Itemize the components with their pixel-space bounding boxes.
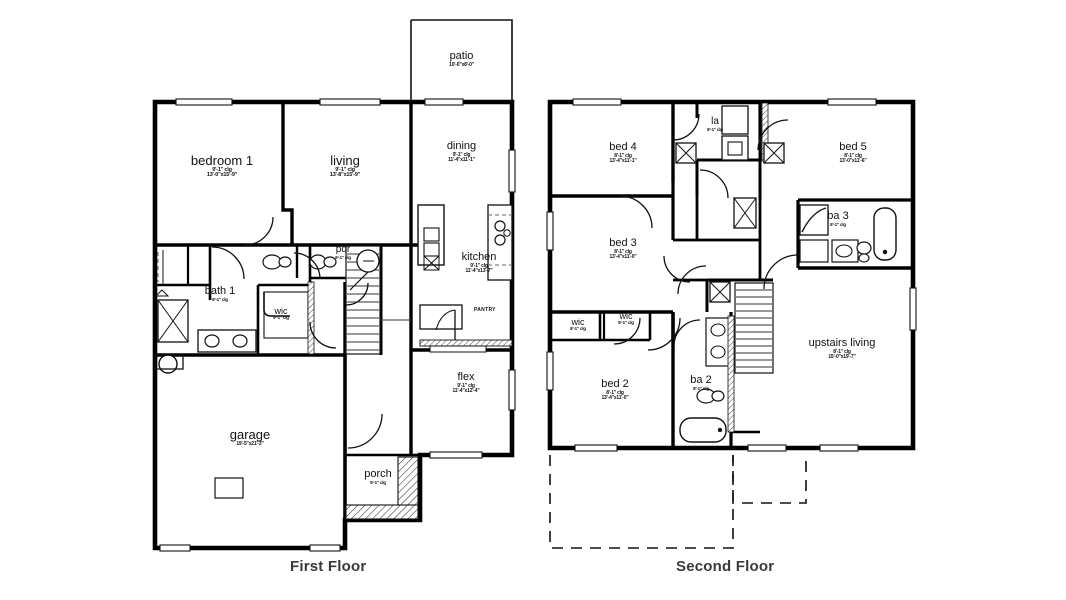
bath1-fixtures bbox=[154, 249, 380, 355]
second-floor-interior-walls bbox=[550, 102, 913, 448]
second-floor-stairs bbox=[734, 282, 774, 374]
kitchen-fixtures bbox=[417, 204, 513, 347]
second-floor-plan bbox=[546, 98, 917, 549]
ba3-fixtures bbox=[799, 204, 897, 263]
first-floor-doors bbox=[211, 216, 383, 449]
second-floor-below-outline bbox=[549, 455, 807, 549]
second-floor-exterior-walls bbox=[547, 99, 916, 451]
flex-door bbox=[429, 345, 487, 353]
porch-details bbox=[345, 456, 419, 520]
second-floor-windows bbox=[546, 98, 917, 452]
patio-outline bbox=[410, 19, 513, 103]
first-floor-plan bbox=[152, 19, 516, 552]
second-floor-closets bbox=[675, 142, 785, 303]
caption-first-floor: First Floor bbox=[290, 558, 367, 575]
second-floor-doors bbox=[613, 113, 799, 351]
first-floor-windows bbox=[159, 98, 516, 552]
caption-second-floor: Second Floor bbox=[676, 558, 775, 575]
annotation-pantry: PANTRY bbox=[474, 307, 496, 313]
ba2-fixtures bbox=[679, 315, 735, 443]
garage-details bbox=[154, 354, 244, 499]
